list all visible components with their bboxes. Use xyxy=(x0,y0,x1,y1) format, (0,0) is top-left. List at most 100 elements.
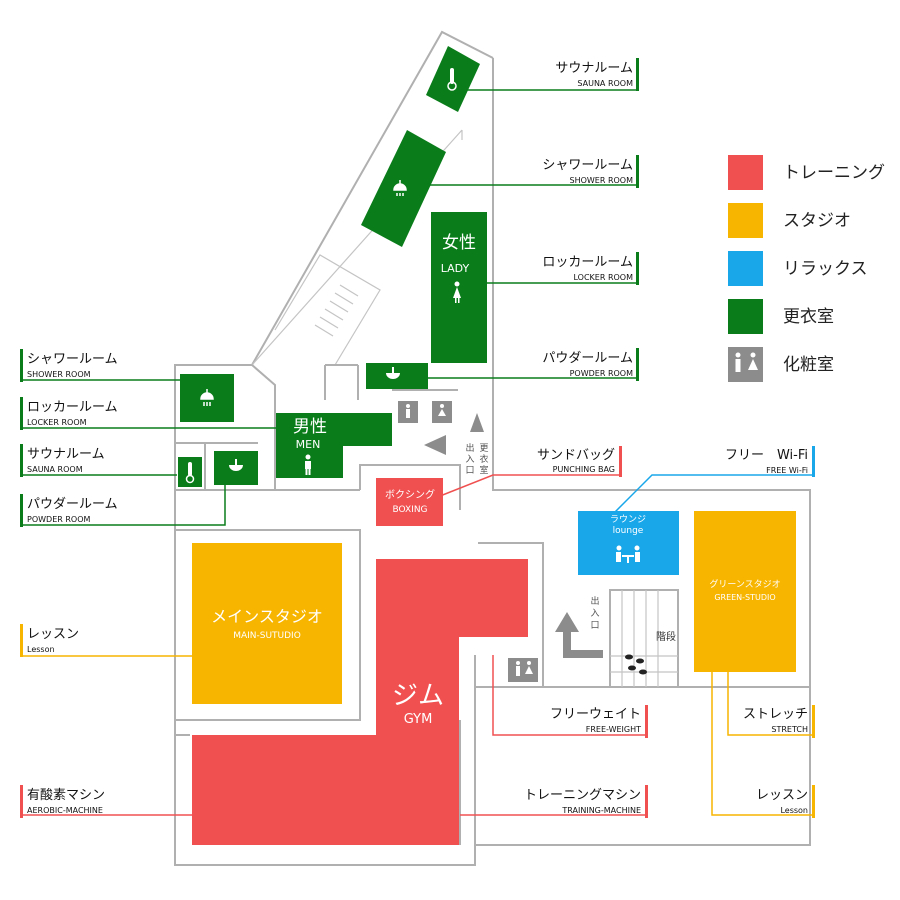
svg-text:レッスン: レッスン xyxy=(27,627,79,642)
legend-item-studio: スタジオ xyxy=(728,203,851,238)
room-green-studio: グリーンスタジオ GREEN-STUDIO xyxy=(694,511,796,672)
legend-item-changing: 更衣室 xyxy=(728,299,834,334)
svg-text:ロッカールーム: ロッカールーム xyxy=(27,400,118,415)
restroom-icon xyxy=(735,352,758,372)
svg-text:フリー Wi-Fi: フリー Wi-Fi xyxy=(725,448,808,463)
boxing-label-en: BOXING xyxy=(392,505,427,515)
callout-aerobic: 有酸素マシン AEROBIC-MACHINE xyxy=(20,785,105,818)
svg-text:リラックス: リラックス xyxy=(783,259,868,279)
room-gym: ジム GYM xyxy=(192,559,528,845)
callout-lesson-left: レッスン Lesson xyxy=(20,624,79,657)
callout-shower-right: シャワールーム SHOWER ROOM xyxy=(542,155,639,188)
entrance-label-exit: 出 入 口 xyxy=(465,442,474,476)
callout-punching-bag: サンドバッグ PUNCHING BAG xyxy=(537,446,622,477)
svg-text:FREE Wi-Fi: FREE Wi-Fi xyxy=(766,466,808,475)
room-shower-men xyxy=(180,374,234,422)
restroom-women-icon xyxy=(432,401,452,423)
svg-text:シャワールーム: シャワールーム xyxy=(27,352,118,367)
svg-text:口: 口 xyxy=(465,466,474,476)
callout-free-wifi: フリー Wi-Fi FREE Wi-Fi xyxy=(725,446,815,477)
room-main-studio: メインスタジオ MAIN-SUTUDIO xyxy=(192,543,342,704)
svg-text:SHOWER ROOM: SHOWER ROOM xyxy=(27,370,91,379)
svg-text:PUNCHING BAG: PUNCHING BAG xyxy=(553,465,615,474)
ladies-label-en: LADY xyxy=(441,262,470,275)
svg-text:トレーニングマシン: トレーニングマシン xyxy=(524,788,641,803)
sink-icon xyxy=(386,367,400,379)
svg-text:LOCKER ROOM: LOCKER ROOM xyxy=(573,273,633,282)
entrance-arrows xyxy=(424,413,484,455)
stairs-entrance-arrow xyxy=(555,612,603,658)
svg-text:室: 室 xyxy=(479,464,488,476)
svg-text:化粧室: 化粧室 xyxy=(783,355,834,375)
svg-text:更衣室: 更衣室 xyxy=(783,307,834,327)
callout-training-machine: トレーニングマシン TRAINING-MACHINE xyxy=(524,785,648,818)
green-studio-label-en: GREEN-STUDIO xyxy=(714,593,775,602)
green-studio-label-ja: グリーンスタジオ xyxy=(709,578,780,590)
gym-label-en: GYM xyxy=(404,712,433,727)
svg-text:有酸素マシン: 有酸素マシン xyxy=(27,788,105,803)
svg-text:シャワールーム: シャワールーム xyxy=(542,158,633,173)
room-powder-ladies xyxy=(366,363,428,389)
svg-text:FREE-WEIGHT: FREE-WEIGHT xyxy=(586,725,641,734)
ladies-label-ja: 女性 xyxy=(442,233,476,253)
restroom-men-icon xyxy=(398,401,418,423)
svg-text:ストレッチ: ストレッチ xyxy=(743,707,808,722)
main-studio-label-ja: メインスタジオ xyxy=(211,607,323,626)
legend: トレーニング スタジオ リラックス 更衣室 化粧室 xyxy=(728,155,885,382)
callout-locker-right: ロッカールーム LOCKER ROOM xyxy=(542,252,639,285)
svg-text:サンドバッグ: サンドバッグ xyxy=(537,448,615,463)
callout-powder-left: パウダールーム POWDER ROOM xyxy=(20,494,118,527)
svg-text:入: 入 xyxy=(465,454,474,465)
room-boxing: ボクシング BOXING xyxy=(376,478,443,526)
lounge-label-en: lounge xyxy=(613,526,644,536)
sink-icon xyxy=(229,459,243,471)
svg-text:入: 入 xyxy=(590,608,599,619)
svg-text:サウナルーム: サウナルーム xyxy=(27,447,105,462)
svg-text:パウダールーム: パウダールーム xyxy=(27,497,118,512)
men-label-en: MEN xyxy=(296,438,321,451)
svg-text:POWDER ROOM: POWDER ROOM xyxy=(27,515,91,524)
lounge-table-icon xyxy=(616,545,640,563)
svg-text:SHOWER ROOM: SHOWER ROOM xyxy=(569,176,633,185)
woman-icon xyxy=(453,281,461,303)
shower-icon xyxy=(393,180,407,196)
svg-text:スタジオ: スタジオ xyxy=(783,211,851,231)
room-shower-ladies xyxy=(361,130,446,247)
svg-text:更: 更 xyxy=(479,443,488,454)
thermometer-icon xyxy=(185,462,195,484)
main-studio-label-en: MAIN-SUTUDIO xyxy=(233,631,301,641)
floor-walls xyxy=(174,30,811,866)
room-locker-ladies: 女性 LADY xyxy=(431,212,487,363)
entrance-label-changing: 更 衣 室 xyxy=(479,443,488,476)
svg-text:出: 出 xyxy=(465,442,474,454)
restroom-icon xyxy=(508,658,538,682)
svg-text:LOCKER ROOM: LOCKER ROOM xyxy=(27,418,87,427)
callout-shower-left: シャワールーム SHOWER ROOM xyxy=(20,349,118,382)
callout-powder-right: パウダールーム POWDER ROOM xyxy=(542,348,639,381)
room-powder-men xyxy=(214,451,258,485)
callout-sauna-right: サウナルーム SAUNA ROOM xyxy=(555,58,639,91)
room-sauna-ladies xyxy=(426,46,480,112)
callout-lesson-right: レッスン Lesson xyxy=(756,785,815,818)
svg-text:POWDER ROOM: POWDER ROOM xyxy=(570,369,634,378)
callout-sauna-left: サウナルーム SAUNA ROOM xyxy=(20,444,105,477)
stairs-exit-label: 出 入 口 xyxy=(590,595,599,631)
stairs-label: 階段 xyxy=(656,630,676,643)
svg-text:SAUNA ROOM: SAUNA ROOM xyxy=(577,79,633,88)
callouts: サウナルーム SAUNA ROOM シャワールーム SHOWER ROOM ロッ… xyxy=(20,58,815,818)
svg-text:口: 口 xyxy=(590,621,599,631)
leader-lines xyxy=(22,89,813,816)
footprints-icon xyxy=(625,654,647,675)
svg-text:SAUNA ROOM: SAUNA ROOM xyxy=(27,465,83,474)
gym-label-ja: ジム xyxy=(392,681,444,711)
boxing-label-ja: ボクシング xyxy=(385,488,435,501)
svg-text:Lesson: Lesson xyxy=(780,806,808,815)
callout-locker-left: ロッカールーム LOCKER ROOM xyxy=(20,397,118,430)
room-lounge: ラウンジ lounge xyxy=(578,511,679,575)
shower-icon xyxy=(200,389,214,406)
svg-text:衣: 衣 xyxy=(479,453,488,465)
svg-text:ロッカールーム: ロッカールーム xyxy=(542,255,633,270)
svg-text:パウダールーム: パウダールーム xyxy=(542,351,633,366)
svg-text:Lesson: Lesson xyxy=(27,645,55,654)
